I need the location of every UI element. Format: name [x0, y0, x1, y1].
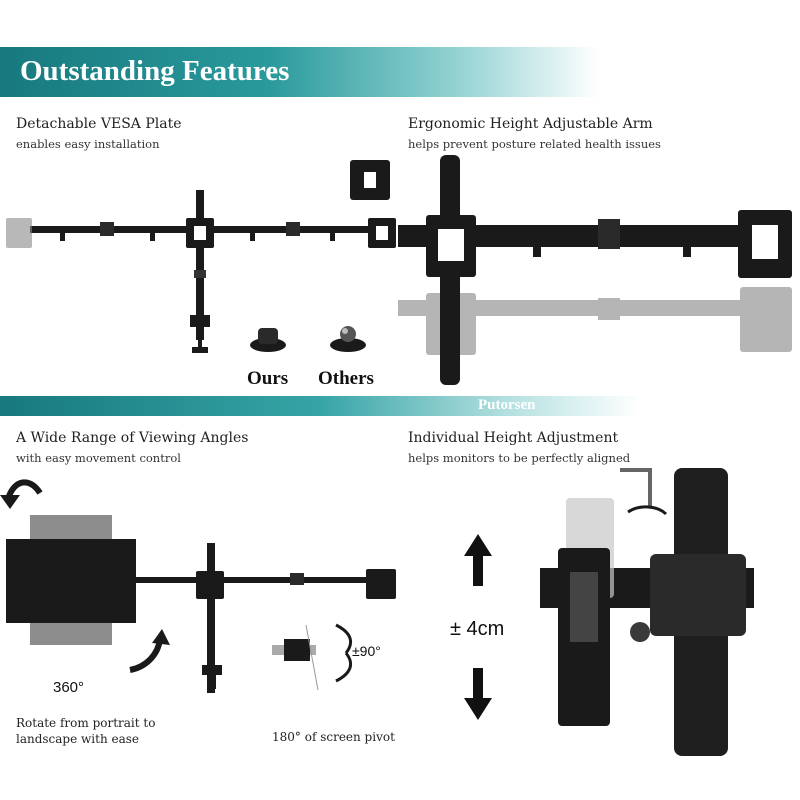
height-arm-illustration — [398, 155, 792, 385]
height-adjust-illustration — [464, 468, 754, 756]
brand-watermark: Putorsen — [478, 397, 536, 413]
tilt-label: ±90° — [352, 643, 381, 659]
angles-heading: A Wide Range of Viewing Angles — [16, 430, 249, 446]
triple-mount-illustration — [6, 160, 396, 353]
rotate-caption: Rotate from portrait to landscape with e… — [16, 716, 156, 746]
vesa-subheading: enables easy installation — [16, 137, 160, 151]
banner-title: Outstanding Features — [20, 55, 290, 87]
vesa-heading: Detachable VESA Plate — [16, 116, 182, 132]
pivot-caption: 180° of screen pivot — [272, 730, 395, 744]
arm-subheading: helps prevent posture related health iss… — [408, 137, 661, 151]
others-label: Others — [318, 368, 374, 389]
section-divider — [0, 396, 640, 416]
height-subheading: helps monitors to be perfectly aligned — [408, 451, 631, 465]
arm-heading: Ergonomic Height Adjustable Arm — [408, 116, 653, 132]
height-range-label: ± 4cm — [450, 618, 505, 640]
header-banner — [0, 47, 600, 97]
height-heading: Individual Height Adjustment — [408, 430, 619, 446]
ours-label: Ours — [247, 368, 289, 389]
rotation-label: 360° — [53, 679, 85, 696]
angles-subheading: with easy movement control — [16, 451, 181, 465]
viewing-angles-illustration — [0, 479, 396, 693]
